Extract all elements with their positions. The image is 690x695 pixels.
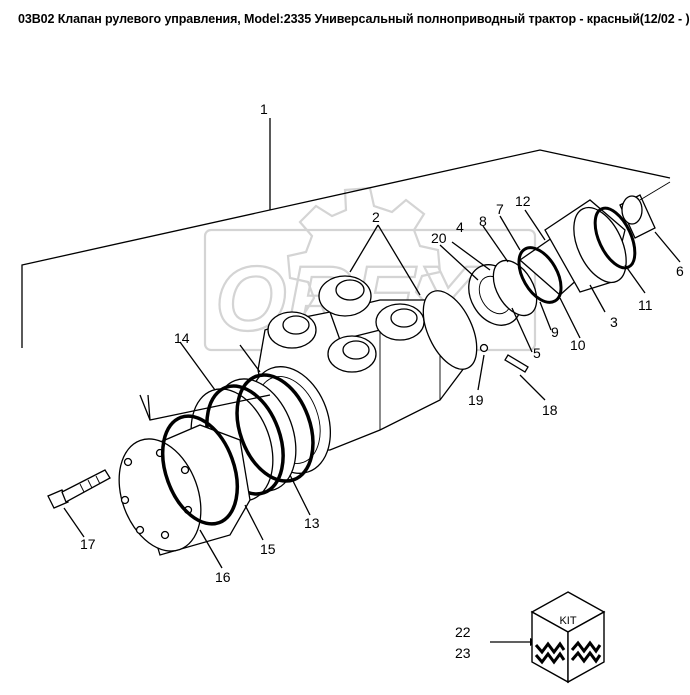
callout-3: 3 [610,314,618,330]
callout-14: 14 [174,330,190,346]
callout-12: 12 [515,193,531,209]
callout-4: 4 [456,219,464,235]
callout-1: 1 [260,101,268,117]
bolt-17 [47,469,111,509]
ring-11 [593,206,637,270]
callout-15: 15 [260,541,276,557]
callout-19: 19 [468,392,484,408]
callout-5: 5 [533,345,541,361]
callout-20: 20 [431,230,447,246]
o-ring-9 [517,246,563,304]
callout-6: 6 [676,263,684,279]
callout-10: 10 [570,337,586,353]
callout-13: 13 [304,515,320,531]
shaft-6 [619,181,671,239]
callout-9: 9 [551,324,559,340]
callout-11: 11 [638,297,653,313]
callout-22: 22 [455,624,471,640]
kit-label: KIT [559,615,576,627]
callout-7: 7 [496,201,504,217]
o-ring-15 [160,414,240,526]
thrust-bearing-4 [492,259,538,317]
callout-17: 17 [80,536,96,552]
callout-18: 18 [542,402,558,418]
diagram-title: 03B02 Клапан рулевого управления, Model:… [18,12,690,26]
ball-19 [479,343,489,353]
kit-box-icon: KIT [530,591,606,684]
leader-lines [63,118,681,646]
o-ring-13 [235,373,315,483]
callout-8: 8 [479,213,487,229]
pin-18 [504,354,529,373]
callout-labels: 1 2 3 4 5 6 7 8 9 10 11 12 13 14 15 16 1… [80,101,684,661]
callout-16: 16 [215,569,231,585]
callout-23: 23 [455,645,471,661]
callout-2: 2 [372,209,380,225]
